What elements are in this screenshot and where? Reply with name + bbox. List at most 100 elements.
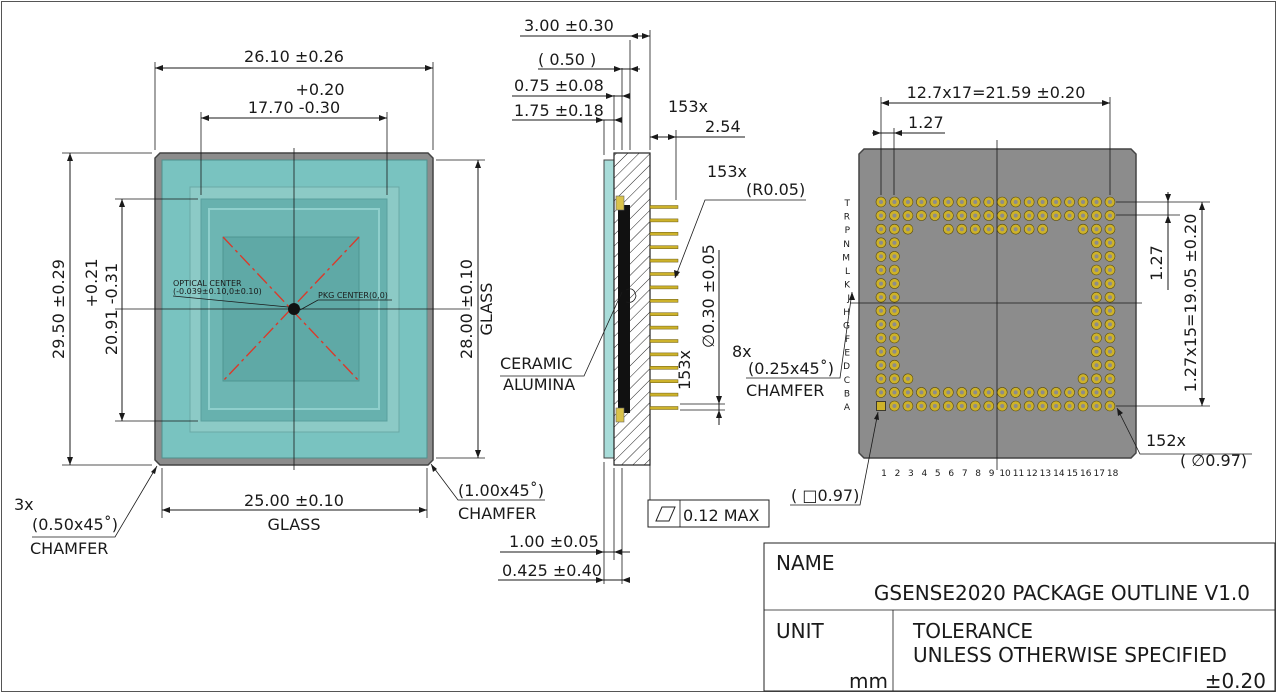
dim-width-total: 26.10 ±0.26 bbox=[244, 47, 344, 66]
side-dim-300: 3.00 ±0.30 bbox=[524, 16, 614, 35]
side-pin bbox=[649, 366, 679, 370]
column-label: 17 bbox=[1093, 469, 1104, 479]
pin-pad-hole bbox=[1107, 240, 1112, 245]
pin-pad-hole bbox=[973, 213, 978, 218]
side-dim-075: 0.75 ±0.08 bbox=[514, 76, 604, 95]
column-label: 11 bbox=[1013, 469, 1024, 479]
pin-pad-hole bbox=[1081, 390, 1086, 395]
row-label: A bbox=[844, 403, 851, 413]
pin-pad-hole bbox=[892, 254, 897, 259]
column-label: 14 bbox=[1053, 469, 1065, 479]
pin-pad-hole bbox=[1094, 376, 1099, 381]
pin-pad-hole bbox=[959, 227, 964, 232]
title-tol-label: TOLERANCE bbox=[912, 619, 1033, 643]
glass-label-right: GLASS bbox=[477, 283, 496, 336]
side-pins bbox=[649, 205, 679, 410]
side-pin bbox=[649, 325, 679, 330]
diagonal-mark-2 bbox=[222, 236, 360, 382]
side-pin bbox=[649, 258, 679, 263]
pin-pad-hole bbox=[879, 363, 883, 368]
bottom-span-v: 1.27x15=19.05 ±0.20 bbox=[1181, 214, 1200, 393]
pin-pad-hole bbox=[1094, 363, 1099, 368]
side-pin bbox=[649, 285, 679, 290]
pin-pad-hole bbox=[892, 227, 897, 232]
column-label: 9 bbox=[989, 469, 995, 479]
bottom-span: 12.7x17=21.59 ±0.20 bbox=[907, 83, 1086, 102]
side-pin-count: 153x bbox=[668, 97, 708, 116]
pin-pad-hole bbox=[1094, 213, 1099, 218]
pin-pad-hole bbox=[1067, 404, 1072, 408]
pin-pad-hole bbox=[892, 390, 897, 395]
pin-pad-hole bbox=[1107, 404, 1112, 408]
pin-pad-hole bbox=[1081, 376, 1086, 381]
pin-pad-hole bbox=[1040, 200, 1045, 204]
side-pin bbox=[649, 218, 679, 223]
pin-pad-hole bbox=[959, 200, 964, 204]
pin-pad-hole bbox=[1094, 200, 1099, 204]
column-label: 4 bbox=[921, 469, 927, 479]
pin-pad-hole bbox=[986, 213, 991, 218]
pin-pad-hole bbox=[932, 200, 937, 204]
pin-pad-hole bbox=[879, 390, 883, 395]
column-label: 16 bbox=[1080, 469, 1092, 479]
pin-pad-hole bbox=[1094, 390, 1099, 395]
pin-pad-hole bbox=[1107, 376, 1112, 381]
row-label: G bbox=[843, 321, 850, 331]
pin-pad-hole bbox=[919, 213, 924, 218]
pin-pad-hole bbox=[973, 227, 978, 232]
pkg-center-label: PKG CENTER(0,0) bbox=[318, 291, 388, 300]
glass-label-bottom: GLASS bbox=[268, 515, 321, 534]
pin-pad-hole bbox=[892, 268, 897, 272]
row-label: N bbox=[843, 240, 850, 250]
pin-pad-hole bbox=[1107, 281, 1112, 286]
bottom-pitch-h: 1.27 bbox=[908, 113, 944, 132]
pin-pad-hole bbox=[1107, 349, 1112, 354]
side-pin bbox=[649, 379, 679, 383]
side-dim-050: ( 0.50 ) bbox=[538, 50, 596, 69]
row-label: K bbox=[844, 281, 851, 291]
side-pin bbox=[649, 406, 679, 410]
side-radius: (R0.05) bbox=[746, 180, 805, 199]
pin-pad-hole bbox=[946, 213, 951, 218]
pin-pad-hole bbox=[1054, 213, 1059, 218]
optical-center-value: (-0.039±0.10,0±0.10) bbox=[173, 287, 262, 296]
pin-pad-hole bbox=[879, 268, 883, 272]
row-label: P bbox=[845, 226, 851, 236]
pin-pad-hole bbox=[1027, 200, 1032, 204]
pin-pad-hole bbox=[1027, 213, 1032, 218]
side-seal-top bbox=[615, 195, 625, 211]
bottom-chamfer-label: CHAMFER bbox=[746, 381, 824, 400]
pin-pad-hole bbox=[1094, 268, 1099, 272]
pin-pad-hole bbox=[1107, 390, 1112, 395]
pin-pad-hole bbox=[986, 404, 991, 408]
center-point bbox=[288, 303, 300, 315]
pin-pad-hole bbox=[879, 227, 883, 232]
pin-pad-hole bbox=[879, 254, 883, 259]
pin-pad-hole bbox=[1107, 295, 1112, 300]
dim-height-active-plus: +0.21 bbox=[82, 258, 101, 307]
row-label: T bbox=[844, 199, 851, 209]
pin-pad-hole bbox=[946, 227, 951, 232]
pin-pad-hole bbox=[892, 336, 897, 340]
column-label: 1 bbox=[881, 469, 887, 479]
pin-pad-hole bbox=[879, 349, 883, 354]
side-dim-100: 1.00 ±0.05 bbox=[509, 532, 599, 551]
pin-pad-hole bbox=[1107, 322, 1112, 327]
side-pin bbox=[649, 392, 679, 397]
pin-pad-hole bbox=[1013, 390, 1018, 395]
side-pin bbox=[649, 232, 679, 236]
alumina-label: ALUMINA bbox=[503, 375, 575, 394]
front-view: OPTICAL CENTER (-0.039±0.10,0±0.10) PKG … bbox=[14, 47, 545, 558]
column-label: 7 bbox=[962, 469, 968, 479]
pin-pad-hole bbox=[986, 227, 991, 232]
column-label: 6 bbox=[948, 469, 954, 479]
pin-pad-hole bbox=[892, 404, 897, 408]
pin-pad-hole bbox=[1067, 390, 1072, 395]
pin-pad-hole bbox=[959, 213, 964, 218]
title-tol-value: ±0.20 bbox=[1205, 669, 1266, 693]
optical-center-leader bbox=[172, 295, 289, 308]
side-pin-count-2: 153x bbox=[675, 350, 694, 390]
bottom-square-pad: ( □0.97) bbox=[791, 486, 859, 505]
column-label: 2 bbox=[895, 469, 901, 479]
